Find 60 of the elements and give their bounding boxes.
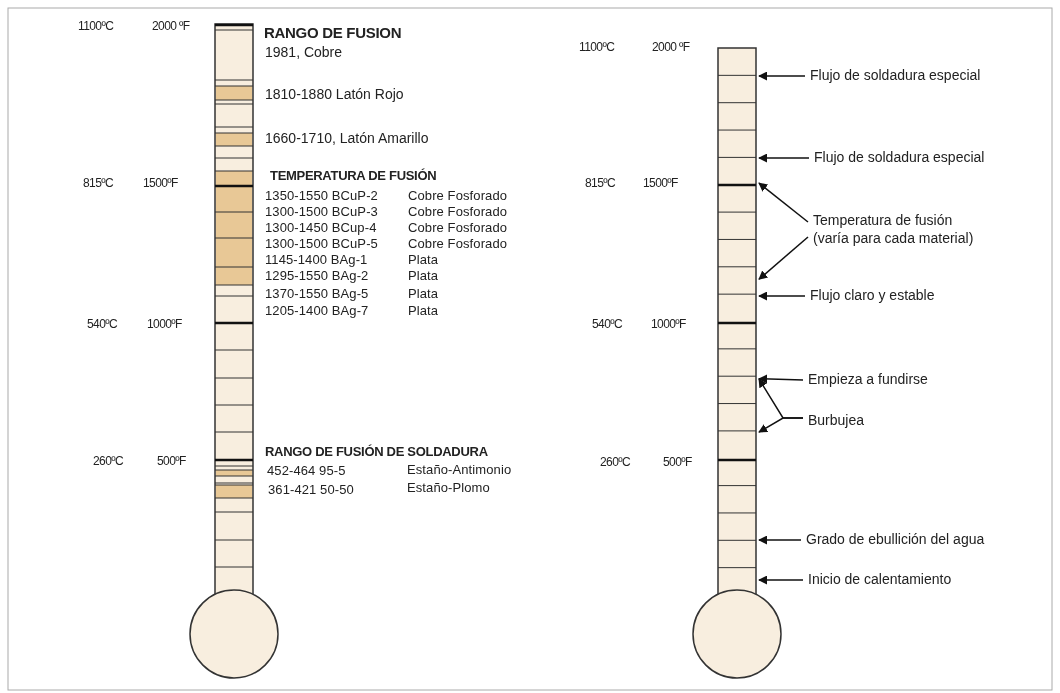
scale-label: 815ºC bbox=[83, 177, 114, 191]
arrow bbox=[758, 71, 806, 81]
scale-label: 1000ºF bbox=[651, 318, 686, 332]
heading: RANGO DE FUSIÓN DE SOLDADURA bbox=[265, 444, 488, 460]
alloy-label: Cobre Fosforado bbox=[408, 204, 508, 220]
arrow bbox=[758, 417, 804, 433]
annotation-label: Inicio de calentamiento bbox=[808, 571, 952, 589]
scale-label: 540ºC bbox=[592, 318, 623, 332]
thermometer-drawing bbox=[692, 47, 782, 679]
scale-label: 1100ºC bbox=[78, 20, 114, 34]
alloy-label: 1295-1550 BAg-2 bbox=[265, 268, 369, 284]
alloy-label: Cobre Fosforado bbox=[408, 236, 508, 252]
alloy-label: 1370-1550 BAg-5 bbox=[265, 286, 369, 302]
solder-label: Estaño-Antimonio bbox=[407, 462, 512, 478]
annotation-label: Temperatura de fusión (varía para cada material) bbox=[813, 211, 978, 247]
alloy-label: Cobre Fosforado bbox=[408, 188, 508, 204]
solder-label: 452-464 95-5 bbox=[267, 463, 346, 479]
arrow bbox=[758, 291, 806, 301]
solder-label: Estaño-Plomo bbox=[407, 480, 490, 496]
heading: RANGO DE FUSION bbox=[264, 24, 402, 42]
scale-label: 500ºF bbox=[663, 456, 692, 470]
alloy-label: 1350-1550 BCuP-2 bbox=[265, 188, 378, 204]
alloy-label: 1205-1400 BAg-7 bbox=[265, 303, 369, 319]
scale-label: 1000ºF bbox=[147, 318, 182, 332]
metal-label: 1660-1710, Latón Amarillo bbox=[265, 129, 429, 147]
scale-label: 500ºF bbox=[157, 455, 186, 469]
annotation-label: Grado de ebullición del agua bbox=[806, 531, 985, 549]
scale-label: 2000 ºF bbox=[652, 41, 690, 55]
scale-label: 1500ºF bbox=[143, 177, 178, 191]
arrow bbox=[758, 236, 809, 280]
alloy-label: 1145-1400 BAg-1 bbox=[265, 252, 368, 268]
alloy-label: Plata bbox=[408, 303, 439, 319]
annotation-label: Flujo de soldadura especial bbox=[810, 67, 981, 85]
arrow bbox=[758, 153, 810, 163]
arrow bbox=[758, 182, 809, 223]
metal-label: 1981, Cobre bbox=[265, 43, 343, 61]
alloy-label: Plata bbox=[408, 268, 439, 284]
annotation-label: Flujo de soldadura especial bbox=[814, 149, 985, 167]
alloy-label: 1300-1500 BCuP-3 bbox=[265, 204, 378, 220]
annotation-label: Flujo claro y estable bbox=[810, 287, 935, 305]
scale-label: 1100ºC bbox=[579, 41, 615, 55]
arrow bbox=[758, 535, 802, 545]
metal-label: 1810-1880 Latón Rojo bbox=[265, 85, 404, 103]
alloy-label: 1300-1450 BCup-4 bbox=[265, 220, 377, 236]
annotation-label: Burbujea bbox=[808, 412, 865, 430]
annotation-label: Empieza a fundirse bbox=[808, 371, 928, 389]
scale-label: 260ºC bbox=[600, 456, 631, 470]
alloy-label: Plata bbox=[408, 252, 439, 268]
alloy-label: Plata bbox=[408, 286, 439, 302]
solder-label: 361-421 50-50 bbox=[268, 482, 354, 498]
scale-label: 815ºC bbox=[585, 177, 616, 191]
alloy-label: 1300-1500 BCuP-5 bbox=[265, 236, 378, 252]
scale-label: 1500ºF bbox=[643, 177, 678, 191]
heading: TEMPERATURA DE FUSIÓN bbox=[270, 168, 437, 184]
scale-label: 540ºC bbox=[87, 318, 118, 332]
scale-label: 2000 ºF bbox=[152, 20, 190, 34]
scale-label: 260ºC bbox=[93, 455, 124, 469]
arrow bbox=[758, 374, 804, 384]
alloy-label: Cobre Fosforado bbox=[408, 220, 508, 236]
arrow bbox=[758, 575, 804, 585]
